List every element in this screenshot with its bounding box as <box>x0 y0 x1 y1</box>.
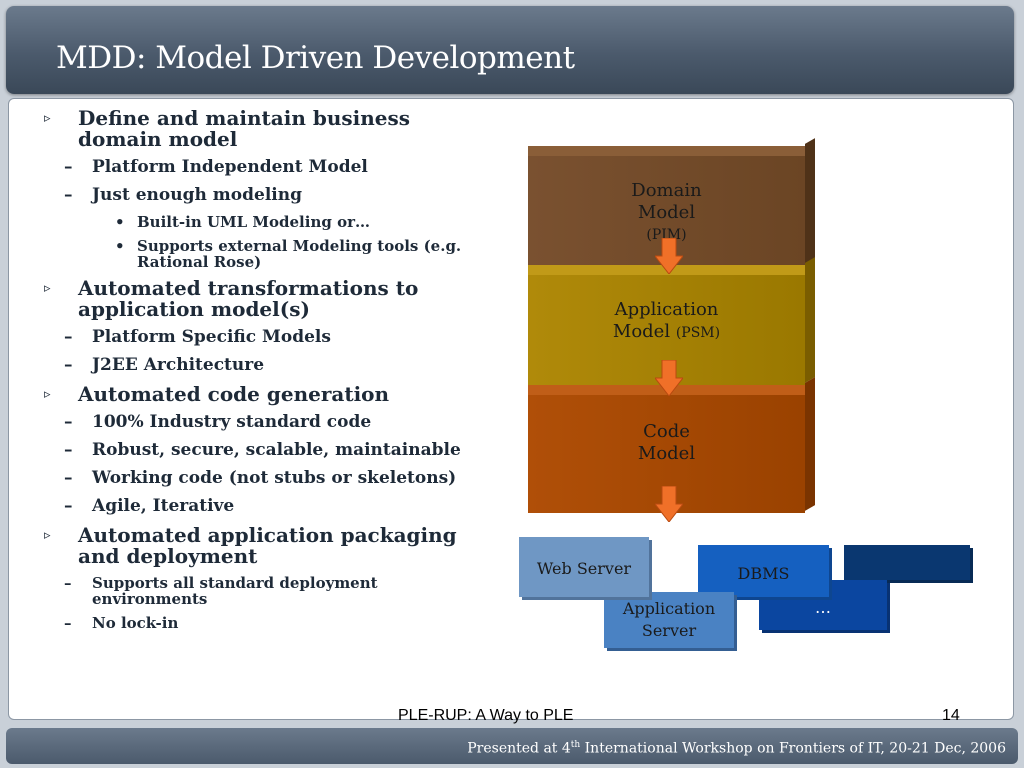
dbms-label: DBMS <box>737 564 790 583</box>
bullet-level1: ▹Automated code generation <box>44 382 390 406</box>
dash-marker-icon: – <box>64 468 73 488</box>
dash-marker-icon: – <box>64 496 73 516</box>
down-arrow-icon <box>655 238 683 274</box>
domain-side <box>805 138 815 264</box>
bullet-level2: –Agile, Iterative <box>64 496 235 516</box>
dbms-box: DBMS <box>698 545 829 597</box>
pim-label: (PIM) <box>646 227 687 243</box>
dash-marker-icon: – <box>64 440 73 460</box>
bullet-level2: –J2EE Architecture <box>64 355 265 375</box>
bullet-marker-icon: ▹ <box>44 111 51 126</box>
application-model-label-2: Model <box>612 321 671 342</box>
domain-model-label-2: Model <box>637 202 696 223</box>
bullet-level2: –Working code (not stubs or skeletons) <box>64 468 457 488</box>
code-model-label-2: Model <box>637 443 696 464</box>
bullet-level2: –Platform Independent Model <box>64 157 368 177</box>
dot-marker-icon: • <box>115 237 125 255</box>
bullet-level1: ▹Automated application packaging and dep… <box>44 523 457 568</box>
dash-marker-icon: – <box>64 327 73 347</box>
bullet-level3: •Built-in UML Modeling or… <box>115 213 370 231</box>
slide-title: MDD: Model Driven Development <box>56 40 575 76</box>
down-arrow-icon <box>655 360 683 396</box>
footer-bar <box>6 728 1018 764</box>
code-side <box>805 377 815 511</box>
dash-marker-icon: – <box>64 355 73 375</box>
bullet-marker-icon: ▹ <box>44 528 51 543</box>
dash-marker-icon: – <box>64 412 73 432</box>
ellipsis-label: … <box>815 598 831 617</box>
down-arrow-icon <box>655 486 683 522</box>
domain-model-label: Domain <box>631 180 702 201</box>
title-bar <box>6 6 1014 94</box>
dash-marker-icon: – <box>64 157 73 177</box>
dash-marker-icon: – <box>64 574 72 592</box>
dot-marker-icon: • <box>115 213 125 231</box>
bullet-level2: –Platform Specific Models <box>64 327 331 347</box>
web-server-box: Web Server <box>519 537 649 597</box>
bullet-level2: –Just enough modeling <box>64 185 302 205</box>
code-model-label: Code <box>643 421 690 442</box>
footer-text: Presented at 4th International Workshop … <box>467 740 1006 757</box>
bullet-list: ▹Define and maintain business domain mod… <box>42 108 492 639</box>
app-server-label: Application <box>622 599 716 618</box>
dark-box <box>844 545 970 580</box>
bullet-level1: ▹Define and maintain business domain mod… <box>44 106 411 151</box>
dash-marker-icon: – <box>64 185 73 205</box>
bullet-level2: –Robust, secure, scalable, maintainable <box>64 440 461 460</box>
dash-marker-icon: – <box>64 614 72 632</box>
bullet-level2-small: –No lock-in <box>64 614 179 632</box>
bullet-marker-icon: ▹ <box>44 387 51 402</box>
slide-caption: PLE-RUP: A Way to PLE <box>398 707 574 724</box>
psm-label: (PSM) <box>675 325 721 341</box>
slide-number: 14 <box>942 707 960 724</box>
bullet-level3: •Supports external Modeling tools (e.g. … <box>115 237 462 271</box>
bullet-level2: –100% Industry standard code <box>64 412 372 432</box>
web-server-label: Web Server <box>536 559 632 578</box>
bullet-marker-icon: ▹ <box>44 281 51 296</box>
app-server-label-2: Server <box>641 621 697 640</box>
application-side <box>805 257 815 383</box>
application-model-label: Application <box>614 299 719 320</box>
bullet-level1: ▹Automated transformations to applicatio… <box>44 276 419 321</box>
app-server-box: Application Server <box>604 592 734 648</box>
bullet-level2-small: –Supports all standard deployment enviro… <box>64 574 378 608</box>
